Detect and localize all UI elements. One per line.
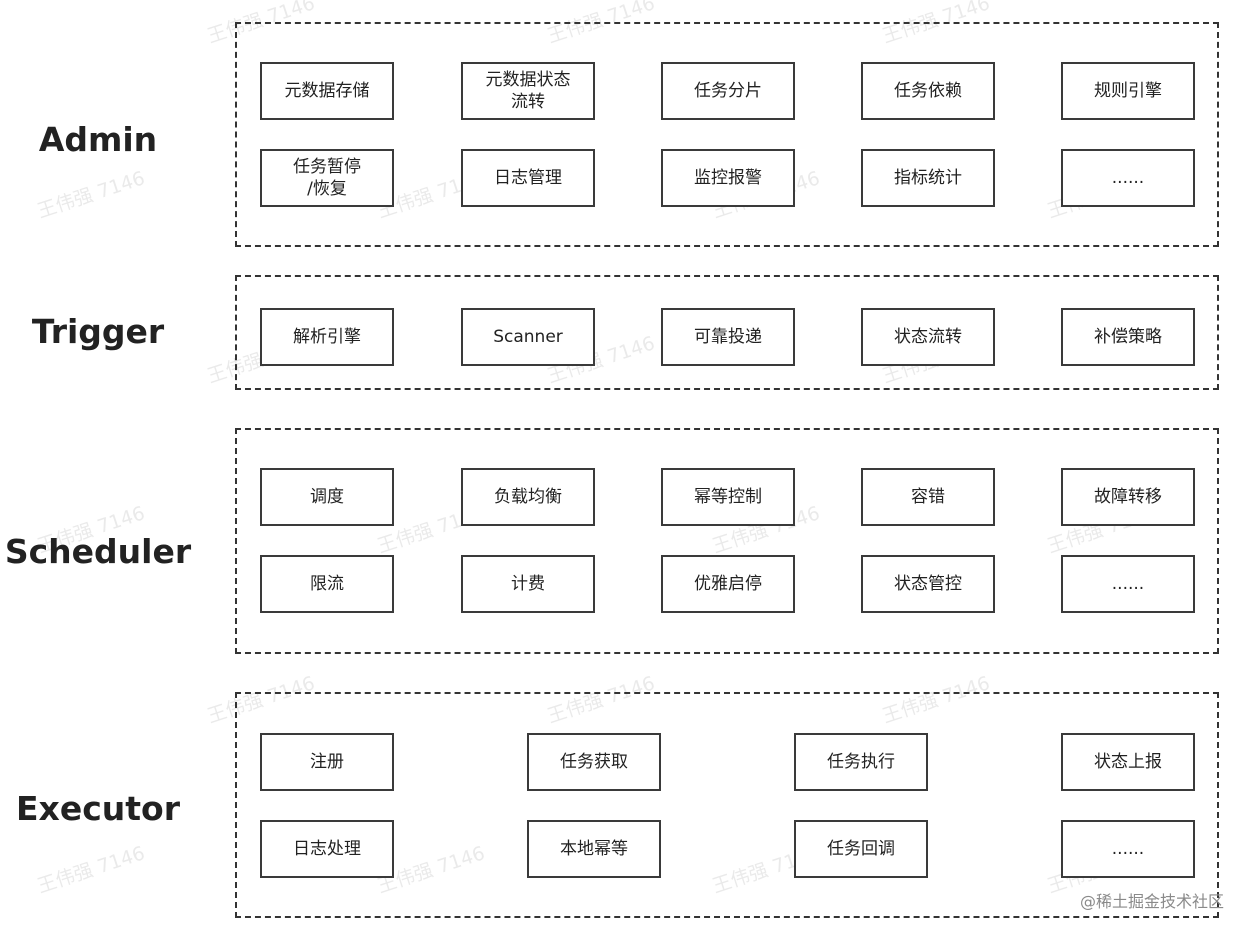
executor-module-box: 任务获取	[527, 733, 661, 791]
scheduler-module-box: 调度	[260, 468, 394, 526]
admin-module-box: ......	[1061, 149, 1195, 207]
admin-module-box: 元数据存储	[260, 62, 394, 120]
trigger-layer-group: 解析引擎 Scanner 可靠投递 状态流转 补偿策略	[235, 275, 1219, 390]
admin-module-box: 任务依赖	[861, 62, 995, 120]
admin-module-box: 规则引擎	[1061, 62, 1195, 120]
source-credit: @稀土掘金技术社区	[1079, 892, 1224, 911]
scheduler-module-box: 故障转移	[1061, 468, 1195, 526]
trigger-module-box: Scanner	[461, 308, 595, 366]
executor-module-box: ......	[1061, 820, 1195, 878]
admin-module-box: 任务分片	[661, 62, 795, 120]
admin-module-box: 监控报警	[661, 149, 795, 207]
admin-module-box: 指标统计	[861, 149, 995, 207]
scheduler-module-box: 优雅启停	[661, 555, 795, 613]
executor-module-box: 状态上报	[1061, 733, 1195, 791]
admin-module-box: 任务暂停 /恢复	[260, 149, 394, 207]
trigger-module-box: 可靠投递	[661, 308, 795, 366]
scheduler-module-box: 计费	[461, 555, 595, 613]
admin-layer-group: 元数据存储 元数据状态 流转 任务分片 任务依赖 规则引擎 任务暂停 /恢复 日…	[235, 22, 1219, 247]
executor-module-box: 任务回调	[794, 820, 928, 878]
executor-module-box: 任务执行	[794, 733, 928, 791]
trigger-layer-label: Trigger	[31, 312, 165, 351]
scheduler-layer-group: 调度 负载均衡 幂等控制 容错 故障转移 限流 计费 优雅启停 状态管控 ...…	[235, 428, 1219, 654]
executor-module-box: 注册	[260, 733, 394, 791]
scheduler-module-box: 幂等控制	[661, 468, 795, 526]
scheduler-module-box: ......	[1061, 555, 1195, 613]
watermark: 王伟强 7146	[34, 842, 148, 898]
trigger-module-box: 状态流转	[861, 308, 995, 366]
executor-module-box: 本地幂等	[527, 820, 661, 878]
executor-layer-group: 注册 任务获取 任务执行 状态上报 日志处理 本地幂等 任务回调 ......	[235, 692, 1219, 918]
scheduler-module-box: 容错	[861, 468, 995, 526]
scheduler-layer-label: Scheduler	[4, 532, 192, 571]
scheduler-module-box: 限流	[260, 555, 394, 613]
admin-module-box: 元数据状态 流转	[461, 62, 595, 120]
executor-layer-label: Executor	[16, 789, 180, 828]
trigger-module-box: 解析引擎	[260, 308, 394, 366]
scheduler-module-box: 负载均衡	[461, 468, 595, 526]
admin-layer-label: Admin	[38, 120, 158, 159]
watermark: 王伟强 7146	[34, 167, 148, 223]
scheduler-module-box: 状态管控	[861, 555, 995, 613]
executor-module-box: 日志处理	[260, 820, 394, 878]
trigger-module-box: 补偿策略	[1061, 308, 1195, 366]
admin-module-box: 日志管理	[461, 149, 595, 207]
